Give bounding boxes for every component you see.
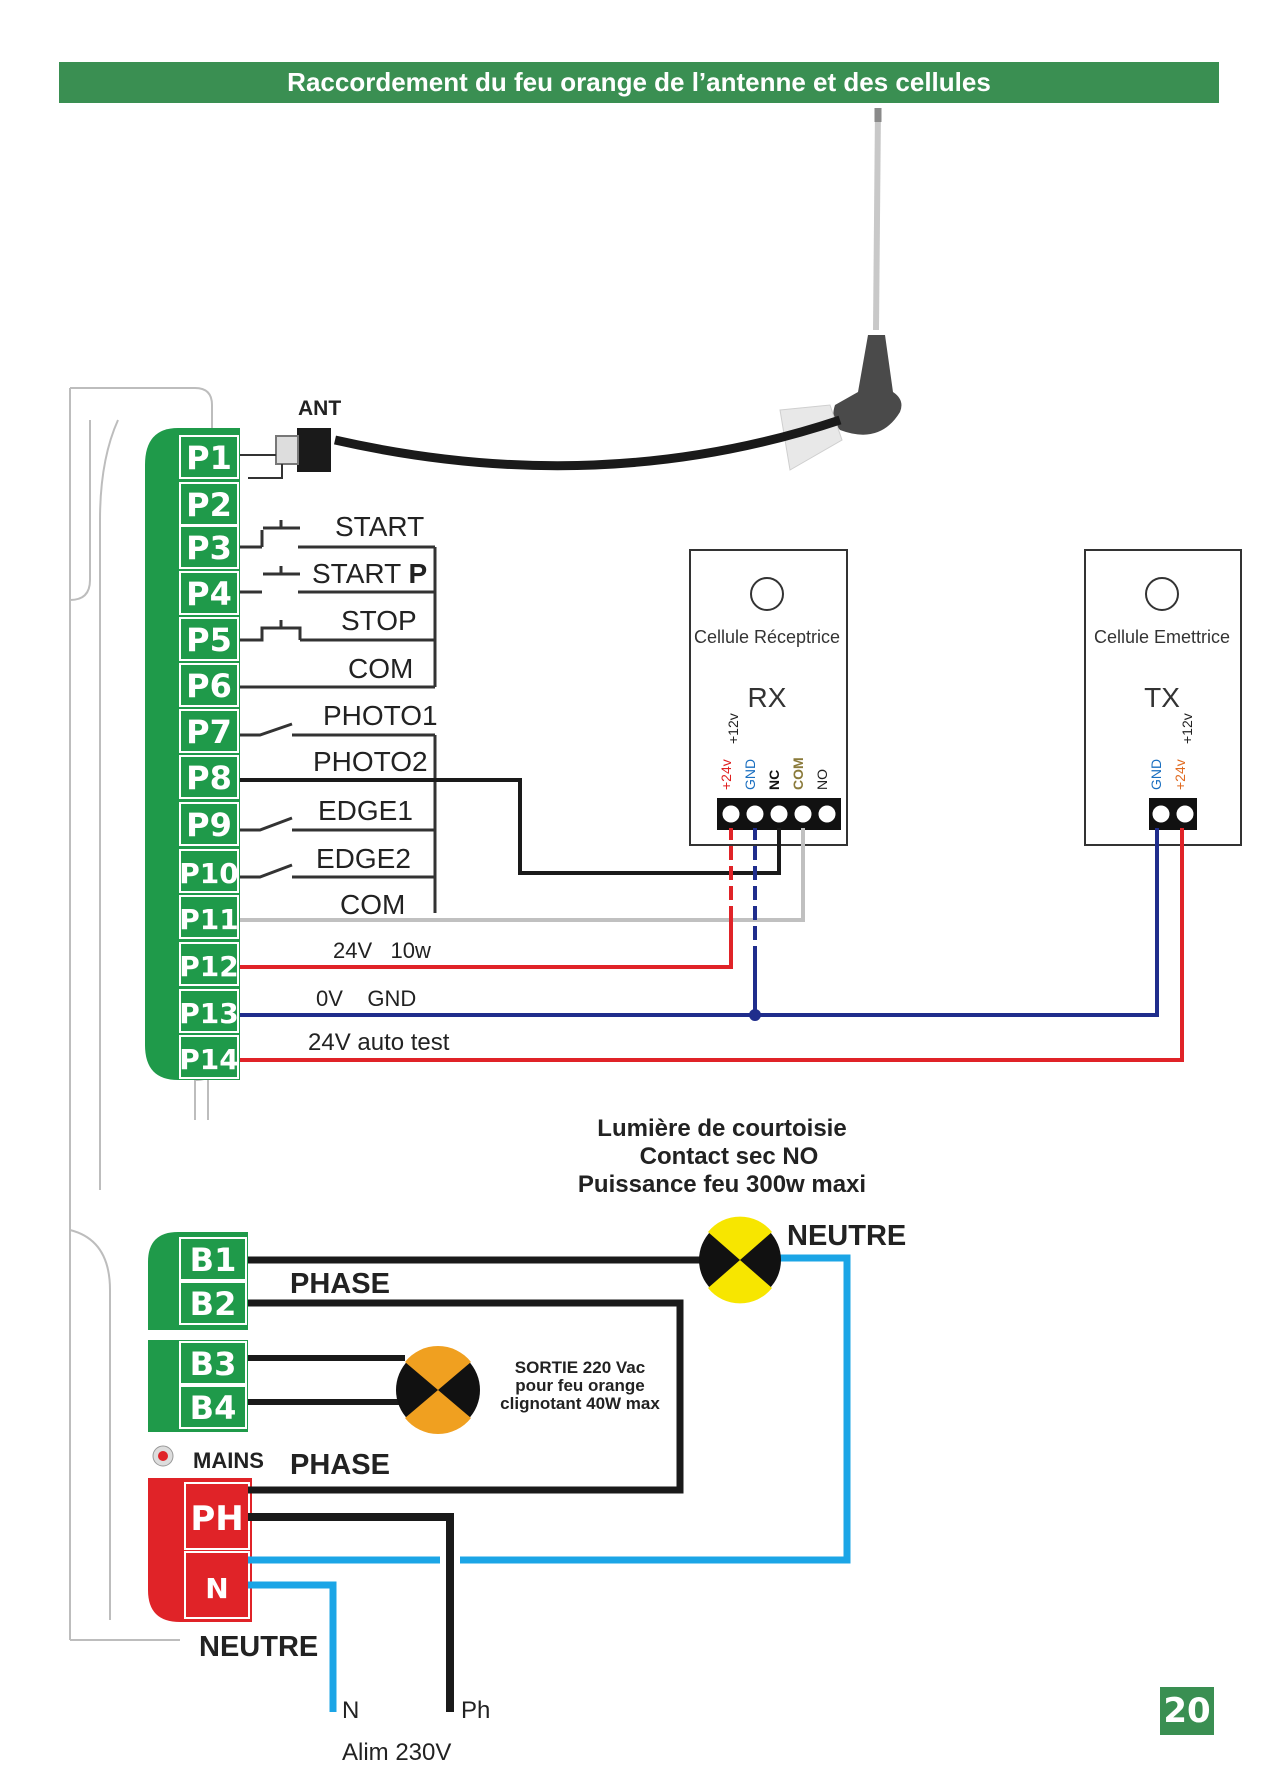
terminal-p10: P10 xyxy=(179,857,239,890)
terminal-box-p11 xyxy=(179,895,239,939)
terminal-p1: P1 xyxy=(186,439,232,477)
stop-label: STOP xyxy=(341,605,417,636)
rx-pin-com: COM xyxy=(790,757,806,790)
supply-ph-label: Ph xyxy=(461,1697,490,1724)
power-wiring xyxy=(248,1254,851,1712)
terminal-p13: P13 xyxy=(179,997,239,1030)
rx-code: RX xyxy=(748,682,787,713)
terminal-b1: B1 xyxy=(190,1241,237,1279)
terminal-box-p10 xyxy=(179,849,239,893)
supply-n-label: N xyxy=(342,1697,359,1724)
terminal-box-p3 xyxy=(179,525,239,569)
terminal-p6: P6 xyxy=(186,667,232,705)
terminal-box-p4 xyxy=(179,571,239,615)
rx-screws xyxy=(721,804,837,824)
antenna xyxy=(240,107,902,479)
title-banner: Raccordement du feu orange de l’antenne … xyxy=(59,62,1219,103)
v0-label: 0V GND xyxy=(316,986,416,1011)
tx-pin-labels: GND +24v +12v xyxy=(1148,713,1195,790)
terminal-box-p7 xyxy=(179,709,239,753)
mains-label: MAINS xyxy=(193,1448,264,1473)
tx-title: Cellule Emettrice xyxy=(1094,627,1230,647)
rx-pin-no: NO xyxy=(814,769,830,790)
page-number: 20 xyxy=(1160,1687,1214,1735)
photo2-label: PHOTO2 xyxy=(313,746,428,777)
terminal-box-p8 xyxy=(179,755,239,799)
terminal-box-p1 xyxy=(179,435,239,479)
tx-screws xyxy=(1151,804,1195,824)
phase-label-2: PHASE xyxy=(290,1449,390,1481)
terminal-p14: P14 xyxy=(179,1043,239,1076)
terminal-p8: P8 xyxy=(186,759,232,797)
terminal-p12: P12 xyxy=(179,950,239,983)
courtesy-line2: Contact sec NO xyxy=(640,1143,819,1170)
terminal-box-b1 xyxy=(179,1237,247,1281)
terminal-b3: B3 xyxy=(190,1345,237,1383)
courtesy-line3: Puissance feu 300w maxi xyxy=(578,1171,866,1198)
rx-title: Cellule Réceptrice xyxy=(694,627,840,647)
terminal-box-b2 xyxy=(179,1281,247,1325)
rx-pin-plus24v: +24v xyxy=(718,759,734,790)
terminal-box-p13 xyxy=(179,989,239,1033)
mains-led xyxy=(152,1445,174,1467)
photo1-label: PHOTO1 xyxy=(323,700,438,731)
terminal-b2: B2 xyxy=(190,1285,237,1323)
orange-light-line2: pour feu orange xyxy=(515,1376,644,1395)
terminal-box-p9 xyxy=(179,802,239,846)
terminal-ph: PH xyxy=(190,1499,243,1539)
terminal-box-p6 xyxy=(179,663,239,707)
orange-light-line3: clignotant 40W max xyxy=(500,1394,660,1413)
terminal-b4: B4 xyxy=(190,1389,237,1427)
terminal-p9: P9 xyxy=(186,806,232,844)
start-label: START xyxy=(335,511,424,542)
tx-pin-plus24v: +24v xyxy=(1172,759,1188,790)
supply-label: Alim 230V xyxy=(342,1739,451,1766)
tx-pin-gnd: GND xyxy=(1148,759,1164,790)
terminal-p3: P3 xyxy=(186,529,232,567)
orange-light-line1: SORTIE 220 Vac xyxy=(515,1358,645,1377)
rx-pin-plus12v: +12v xyxy=(725,713,741,744)
tx-pin-plus12v: +12v xyxy=(1179,713,1195,744)
orange-lamp-icon xyxy=(396,1345,480,1435)
neutre-label: NEUTRE xyxy=(199,1631,318,1663)
courtesy-line1: Lumière de courtoisie xyxy=(597,1115,846,1142)
terminal-box-b3 xyxy=(179,1341,247,1385)
com2-label: COM xyxy=(340,889,405,920)
tx-cell xyxy=(1084,549,1242,846)
terminal-box-b4 xyxy=(179,1385,247,1429)
v24-label: 24V 10w xyxy=(333,938,431,963)
terminal-p7: P7 xyxy=(186,713,232,751)
rx-cell xyxy=(689,549,848,846)
cell-wiring xyxy=(240,778,1184,1062)
antenna-label: ANT xyxy=(298,397,341,420)
tx-code: TX xyxy=(1144,682,1180,713)
autotest-label: 24V auto test xyxy=(308,1029,450,1056)
terminal-box-p5 xyxy=(179,617,239,661)
start-p-label: START P xyxy=(312,558,427,589)
terminal-p5: P5 xyxy=(186,621,232,659)
rx-pin-nc: NC xyxy=(766,770,782,790)
edge2-label: EDGE2 xyxy=(316,843,411,874)
terminal-box-p12 xyxy=(179,942,239,986)
page-title: Raccordement du feu orange de l’antenne … xyxy=(287,67,991,97)
terminal-p11: P11 xyxy=(179,903,239,936)
terminal-box-p14 xyxy=(179,1035,239,1079)
terminal-p2: P2 xyxy=(186,486,232,524)
terminal-n: N xyxy=(205,1572,228,1605)
phase-label-1: PHASE xyxy=(290,1268,390,1300)
courtesy-neutre-label: NEUTRE xyxy=(787,1220,906,1252)
terminal-block-ph-n xyxy=(148,1478,252,1622)
courtesy-lamp-icon xyxy=(699,1216,781,1304)
com-label: COM xyxy=(348,653,413,684)
edge1-label: EDGE1 xyxy=(318,795,413,826)
rx-pin-gnd: GND xyxy=(742,759,758,790)
terminal-p4: P4 xyxy=(186,575,232,613)
